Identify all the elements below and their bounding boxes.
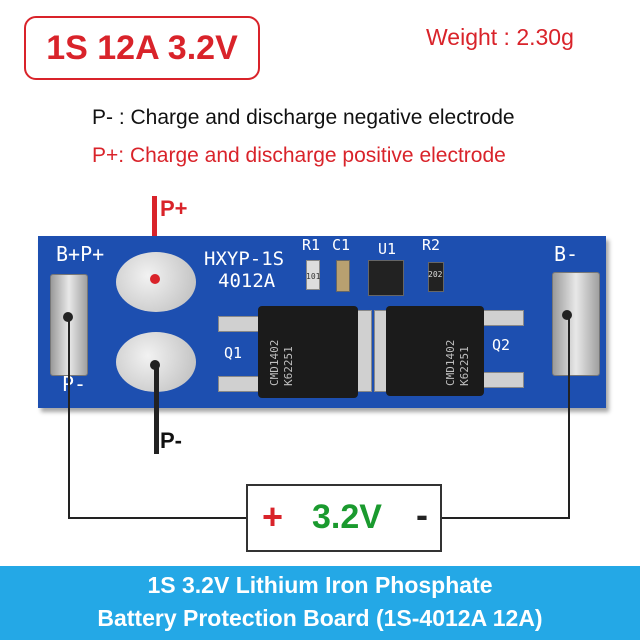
weight-label: Weight : 2.30g [426, 24, 574, 50]
banner-line1: 1S 3.2V Lithium Iron Phosphate [147, 572, 493, 598]
product-title: 1S 12A 3.2V [24, 16, 260, 80]
resistor-r2 [428, 262, 444, 292]
mosfet-q2-line2: K62251 [458, 346, 471, 386]
legend-positive: P+: Charge and discharge positive electr… [92, 144, 506, 167]
mosfet-q2-lead-top [478, 310, 524, 326]
p-plus-pad-dot [150, 274, 160, 284]
capacitor-c1 [336, 260, 350, 292]
board-label-bminus: B- [554, 242, 579, 266]
p-minus-label: P- [160, 428, 182, 453]
c1-label: C1 [332, 236, 351, 254]
battery-voltage-box: + 3.2V - [246, 484, 442, 552]
b-minus-pad [552, 272, 600, 376]
board-label-bplus-pplus: B+P+ [56, 242, 105, 266]
board-label-pminus: P- [62, 372, 87, 396]
b-minus-pad-dot [562, 310, 572, 320]
mosfet-q1: CMD1402 K62251 [258, 306, 358, 398]
legend-negative: P- : Charge and discharge negative elect… [92, 106, 515, 129]
mosfet-q1-line1: CMD1402 [268, 339, 281, 386]
board-model-line1: HXYP-1S [204, 248, 285, 270]
battery-minus-sign: - [416, 494, 428, 535]
mosfet-q1-line2: K62251 [282, 346, 295, 386]
ic-u1 [368, 260, 404, 296]
battery-voltage-value: 3.2V [312, 498, 382, 536]
battery-wire-right-horizontal [440, 517, 570, 519]
resistor-r1 [306, 260, 320, 290]
resistor2-code: 202 [428, 270, 443, 279]
u1-label: U1 [378, 240, 397, 258]
mosfet-q2: CMD1402 K62251 [386, 306, 484, 396]
board-model-line2: 4012A [218, 270, 276, 292]
battery-wire-left-vertical [68, 318, 70, 518]
mosfet-q2-lead-bottom [478, 372, 524, 388]
battery-plus-sign: + [262, 496, 284, 537]
q1-label: Q1 [224, 344, 243, 362]
r2-label: R2 [422, 236, 441, 254]
battery-wire-left-horizontal [68, 517, 248, 519]
banner-line2: Battery Protection Board (1S-4012A 12A) [97, 605, 543, 631]
battery-wire-right-vertical [568, 316, 570, 518]
description-banner: 1S 3.2V Lithium Iron Phosphate Battery P… [0, 566, 640, 640]
resistor1-code: 101 [306, 272, 321, 281]
b-plus-pad-dot [63, 312, 73, 322]
p-plus-label: P+ [160, 196, 188, 221]
q2-label: Q2 [492, 336, 511, 354]
p-minus-wire [154, 362, 159, 454]
protection-board: B+P+ P- B- HXYP-1S 4012A R1 101 C1 U1 R2… [38, 236, 606, 408]
mosfet-q2-line1: CMD1402 [444, 339, 457, 386]
r1-label: R1 [302, 236, 321, 254]
